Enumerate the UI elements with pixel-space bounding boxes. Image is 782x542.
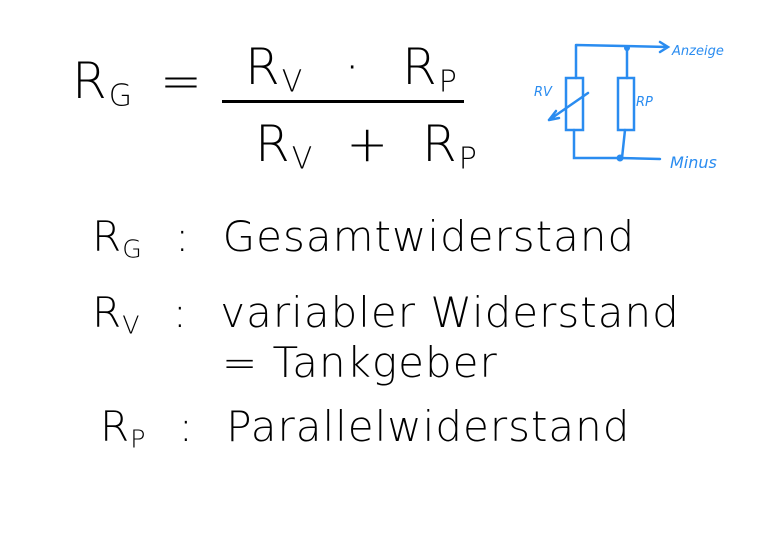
numerator: RV · RP — [245, 38, 459, 100]
definition-text: variabler Widerstand — [220, 288, 680, 337]
rp-resistor — [616, 76, 636, 132]
symbol: R — [92, 288, 123, 337]
subscript: P — [130, 424, 147, 454]
denominator: RV + RP — [255, 115, 479, 177]
numerator-b-sub: P — [438, 64, 459, 100]
formula-lhs: RG — [72, 52, 134, 114]
rv-resistor — [564, 76, 585, 132]
ground-label: Minus — [670, 153, 717, 172]
fraction-bar — [222, 100, 464, 103]
symbol: R — [100, 402, 131, 451]
numerator-a-sub: V — [281, 64, 305, 100]
subscript: V — [122, 310, 141, 340]
numerator-a: R — [245, 38, 282, 96]
definition-text: Parallelwiderstand — [226, 402, 631, 451]
subscript: G — [122, 234, 143, 264]
variable-arrow — [547, 91, 590, 122]
lhs-subscript: G — [108, 78, 134, 114]
colon: : — [175, 212, 191, 261]
rp-label: RP — [636, 95, 653, 110]
definition-rp: RP : Parallelwiderstand — [100, 402, 630, 453]
denominator-a-sub: V — [291, 141, 315, 177]
denominator-b: R — [422, 115, 459, 173]
colon: : — [178, 402, 194, 451]
denominator-a: R — [255, 115, 292, 173]
top-wire — [574, 40, 671, 80]
definition-text: Gesamtwiderstand — [222, 212, 636, 261]
definition-rv-note: = Tankgeber — [222, 338, 498, 387]
symbol: R — [92, 212, 123, 261]
numerator-b: R — [402, 38, 439, 96]
bottom-node — [616, 154, 624, 162]
top-node — [624, 45, 630, 51]
rv-label: RV — [534, 85, 553, 100]
colon: : — [172, 288, 188, 337]
bottom-wire — [572, 128, 662, 161]
denominator-b-sub: P — [458, 141, 479, 177]
equals-sign: = — [160, 52, 204, 110]
definition-rg: RG : Gesamtwiderstand — [92, 212, 635, 263]
lhs-symbol: R — [72, 52, 109, 110]
output-label: Anzeige — [671, 44, 724, 59]
definition-rv: RV : variabler Widerstand — [92, 288, 680, 339]
plus-sign: + — [346, 115, 391, 173]
multiply-sign: · — [344, 38, 363, 96]
